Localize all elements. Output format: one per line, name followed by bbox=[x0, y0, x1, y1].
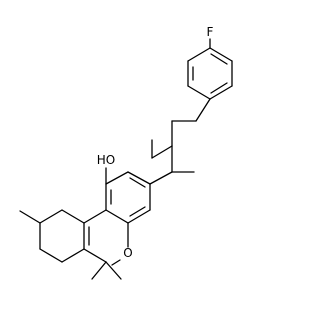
side-chain bbox=[149, 98, 211, 185]
double-bond bbox=[210, 53, 228, 65]
methyl-bond bbox=[91, 261, 107, 280]
double-bond bbox=[129, 177, 146, 188]
bond bbox=[149, 171, 173, 185]
fluorine-label: F bbox=[207, 25, 214, 39]
bond bbox=[127, 171, 151, 185]
fluorophenyl-ring bbox=[187, 38, 233, 100]
bond bbox=[209, 47, 233, 62]
bond bbox=[111, 259, 121, 266]
bond bbox=[83, 209, 107, 224]
bond bbox=[187, 85, 211, 100]
ring-oxygen-label: O bbox=[123, 246, 132, 260]
hydroxyl-label: HO bbox=[97, 153, 115, 167]
double-bond bbox=[210, 82, 228, 94]
bond bbox=[61, 209, 85, 224]
bond bbox=[127, 209, 151, 224]
methyl-bond bbox=[105, 261, 122, 280]
bond bbox=[209, 85, 233, 100]
bond bbox=[151, 145, 173, 159]
pyran-ring bbox=[83, 209, 129, 280]
cyclohexene-ring bbox=[19, 209, 85, 263]
methyl-bond bbox=[19, 210, 41, 224]
bond bbox=[105, 209, 129, 224]
phenol-ring bbox=[105, 167, 151, 224]
bond bbox=[39, 248, 63, 263]
bond bbox=[61, 248, 85, 263]
bond bbox=[187, 47, 211, 62]
structure-svg: F HO O bbox=[19, 25, 233, 280]
double-bond bbox=[129, 206, 146, 217]
bond bbox=[105, 171, 129, 185]
molecule-diagram: F HO O bbox=[19, 25, 233, 280]
bond bbox=[195, 98, 211, 122]
bond bbox=[83, 248, 107, 263]
bond bbox=[39, 209, 63, 224]
